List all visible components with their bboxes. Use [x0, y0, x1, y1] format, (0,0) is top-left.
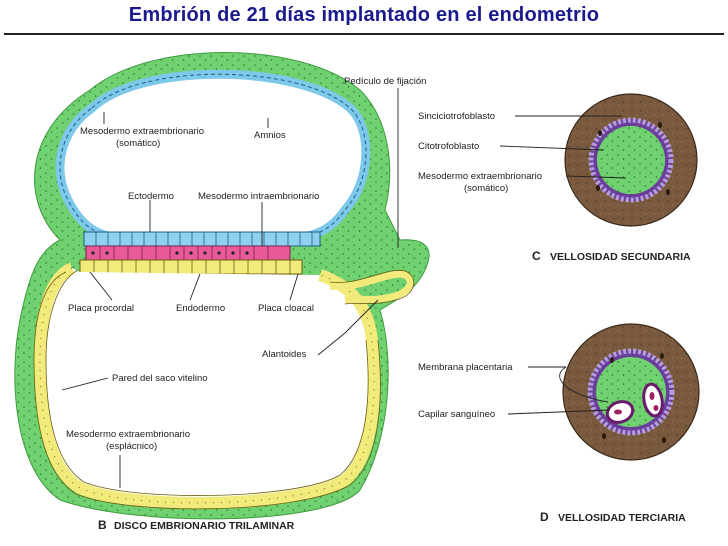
- label-placa-cloacal: Placa cloacal: [258, 303, 314, 314]
- label-mesodermo-c-sub: (somático): [464, 183, 508, 194]
- allantois: [329, 270, 414, 304]
- panel-d-letter: D: [540, 510, 549, 524]
- panel-c-letter: C: [532, 249, 541, 263]
- label-alantoides: Alantoides: [262, 349, 307, 360]
- panel-c-diagram: [499, 93, 698, 227]
- label-placa-procordal: Placa procordal: [68, 303, 134, 314]
- label-mesodermo-esplacnico-sub: (esplácnico): [106, 441, 157, 452]
- amniotic-cavity: [60, 74, 366, 238]
- label-mesodermo-c: Mesodermo extraembrionario: [418, 171, 542, 182]
- label-mesodermo-somatico: Mesodermo extraembrionario: [80, 126, 204, 137]
- panel-b-diagram: [14, 52, 430, 520]
- label-membrana-placentaria: Membrana placentaria: [418, 362, 513, 373]
- panel-d-diagram: [507, 323, 700, 461]
- title-rule: [4, 33, 724, 35]
- yolk-sac-wall: [33, 262, 381, 509]
- panel-c-caption: VELLOSIDAD SECUNDARIA: [550, 251, 691, 263]
- label-pediculo: Pedículo de fijación: [344, 76, 426, 87]
- label-capilar: Capilar sanguíneo: [418, 409, 495, 420]
- label-mesodermo-somatico-sub: (somático): [116, 138, 160, 149]
- label-mesodermo-esplacnico: Mesodermo extraembrionario: [66, 429, 190, 440]
- page-title: Embrión de 21 días implantado en el endo…: [128, 4, 600, 26]
- label-citotrofoblasto: Citotrofoblasto: [418, 141, 479, 152]
- label-sinciciotrofoblasto: Sinciciotrofoblasto: [418, 111, 495, 122]
- yolk-sac-cavity: [40, 268, 375, 503]
- label-amnios: Amnios: [254, 130, 286, 141]
- panel-d-caption: VELLOSIDAD TERCIARIA: [558, 512, 686, 524]
- label-ectodermo: Ectodermo: [128, 191, 174, 202]
- label-endodermo: Endodermo: [176, 303, 225, 314]
- ectoderm-layer: [83, 231, 321, 247]
- endoderm-layer: [79, 259, 303, 275]
- label-pared-saco: Pared del saco vitelino: [112, 373, 208, 384]
- label-mesodermo-intra: Mesodermo intraembrionario: [198, 191, 319, 202]
- intraembryonic-mesoderm-layer: [85, 245, 291, 261]
- panel-b-letter: B: [98, 518, 107, 532]
- panel-b-caption: DISCO EMBRIONARIO TRILAMINAR: [114, 520, 295, 532]
